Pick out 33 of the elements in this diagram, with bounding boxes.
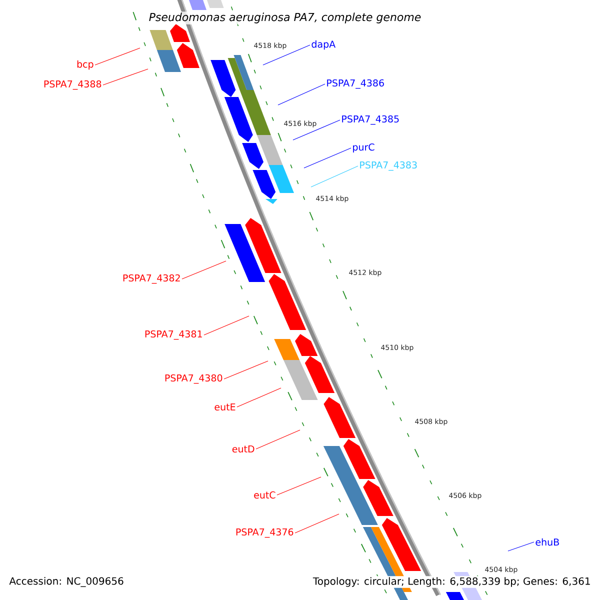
gene-label: PSPA7_4376: [236, 528, 294, 538]
gene-label: PSPA7_4385: [342, 115, 399, 125]
accession-text: Accession: NC_009656: [8, 576, 125, 588]
summary-text: Topology: circular; Length: 6,588,339 bp; Genes: 6,361: [312, 576, 592, 588]
gene-label: eutC: [254, 491, 276, 499]
leader-line: [182, 260, 226, 280]
gene-label: PSPA7_4388: [44, 80, 102, 90]
leader-line: [276, 476, 322, 496]
leader-line: [224, 360, 268, 380]
leader-line: [94, 48, 140, 66]
leader-line: [292, 120, 340, 140]
leader-line: [102, 68, 148, 86]
leader-line: [204, 316, 250, 336]
gene-label: eutD: [232, 445, 254, 453]
gene-label: bcp: [77, 60, 94, 70]
leader-line: [310, 166, 358, 188]
gene-label: ehuB: [536, 538, 559, 546]
leader-line: [236, 388, 282, 408]
leader-line: [304, 148, 352, 168]
gene-label: purC: [353, 143, 374, 153]
leader-line: [278, 84, 326, 106]
gene-label: eutE: [214, 403, 236, 411]
leader-line: [262, 44, 310, 66]
gene-label: PSPA7_4381: [145, 330, 202, 340]
gene-label: PSPA7_4382: [123, 274, 180, 284]
leader-line: [256, 430, 300, 450]
gene-label: PSPA7_4383: [360, 161, 417, 171]
gene-label: PSPA7_4380: [165, 374, 222, 384]
leader-line: [294, 514, 340, 534]
gene-label: PSPA7_4386: [327, 79, 384, 89]
leader-line: [508, 542, 534, 552]
title: Pseudomonas aeruginosa PA7, complete genome: [148, 12, 422, 24]
gene-label: dapA: [312, 40, 336, 50]
